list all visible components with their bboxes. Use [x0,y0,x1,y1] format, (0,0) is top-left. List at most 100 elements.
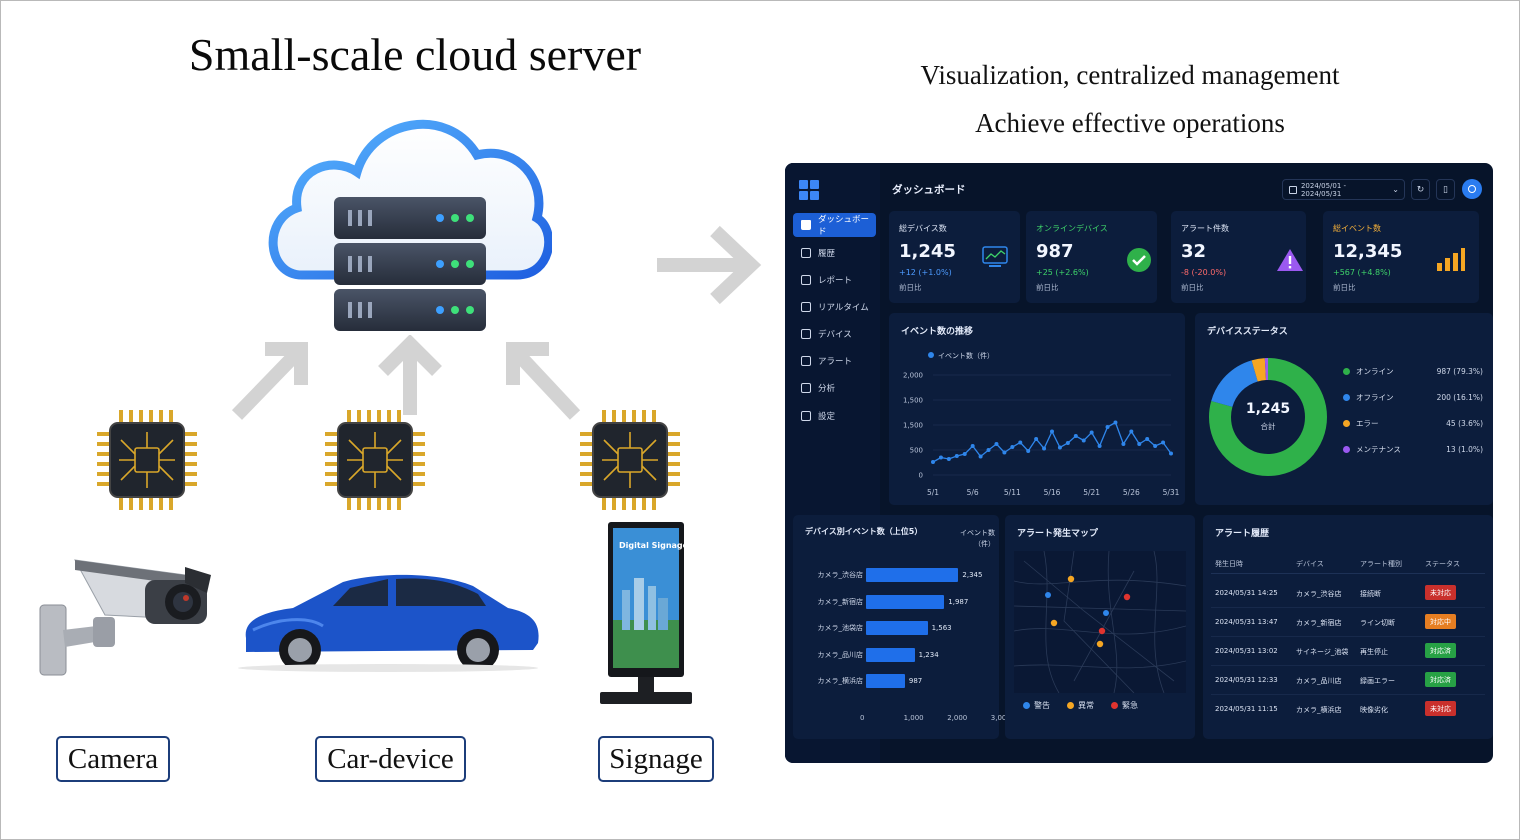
status-badge: 対応済 [1425,672,1456,687]
cloud-server-illustration [268,119,552,331]
data-point[interactable] [1153,444,1158,448]
data-point[interactable] [970,444,975,448]
nav-item-history[interactable]: 履歴 [793,241,876,265]
bar[interactable] [866,647,915,662]
data-point[interactable] [946,457,951,461]
bar[interactable] [866,674,905,688]
status-badge: 未対応 [1425,585,1456,600]
data-point[interactable] [1034,437,1039,441]
data-point[interactable] [1081,438,1086,443]
legend-label: イベント数（件） [938,351,994,360]
arrow-up-left [511,348,581,420]
arrow-up-right [231,348,303,420]
kpi-card-alerts: アラート件数 32 -8 (-20.0%) 前日比 [1171,211,1306,303]
nav-item-devices[interactable]: デバイス [793,322,876,346]
data-point[interactable] [1129,429,1134,434]
user-icon [1468,185,1476,193]
refresh-icon: ↻ [1416,184,1425,195]
data-point[interactable] [1105,425,1110,429]
bar-category-label: カメラ_渋谷店 [817,571,864,579]
data-point[interactable] [1145,437,1150,441]
upload-arrows [231,335,581,420]
alert-row[interactable]: 2024/05/31 13:47 カメラ_新宿店 ライン切断 対応中 [1211,608,1485,637]
user-avatar[interactable] [1462,179,1482,199]
data-point[interactable] [1018,440,1023,445]
bar-category-label: カメラ_新宿店 [817,597,864,606]
x-tick-label: 5/1 [927,488,939,497]
map-marker[interactable] [1050,619,1058,627]
data-point[interactable] [1010,445,1015,449]
data-point[interactable] [1097,444,1102,448]
data-point[interactable] [1169,451,1173,456]
legend-dot [1023,702,1030,709]
bar-category-label: カメラ_池袋店 [817,624,864,632]
export-button[interactable]: ▯ [1436,179,1455,200]
donut-hole [1232,381,1304,453]
nav-item-settings[interactable]: 設定 [793,404,876,428]
bar[interactable] [866,594,945,609]
donut-slice[interactable] [1209,358,1327,476]
status-badge: 対応済 [1425,643,1456,658]
data-point[interactable] [938,455,943,460]
map-marker[interactable] [1098,627,1106,635]
page-title: ダッシュボード [892,184,966,196]
bar-category-label: カメラ_品川店 [817,650,864,659]
alert-row[interactable]: 2024/05/31 12:33 カメラ_品川店 録画エラー 対応済 [1211,666,1485,695]
data-point[interactable] [954,454,959,458]
alert-row[interactable]: 2024/05/31 11:15 カメラ_横浜店 映像劣化 未対応 [1211,695,1485,724]
x-tick-label: 3,000 [990,714,1011,722]
data-point[interactable] [1042,446,1047,451]
map-marker[interactable] [1045,592,1051,598]
check-icon [1127,248,1151,272]
data-point[interactable] [1161,440,1166,445]
date-range-value: 2024/05/01 - 2024/05/31 [1300,181,1347,198]
alert-history-panel: アラート履歴 発生日時 デバイス アラート種別 ステータス 2024/05/31… [1203,515,1493,739]
alert-row[interactable]: 2024/05/31 13:02 サイネージ_池袋 再生停止 対応済 [1211,637,1485,666]
nav-item-analytics[interactable]: 分析 [793,376,876,400]
data-point[interactable] [1089,430,1094,435]
data-point[interactable] [978,454,983,459]
data-point[interactable] [962,452,967,456]
nav-item-report[interactable]: レポート [793,268,876,292]
map-marker[interactable] [1096,640,1104,648]
bar[interactable] [866,568,959,582]
data-point[interactable] [1002,450,1007,455]
bar-value-label: 987 [908,677,923,685]
chevron-down-icon: ⌄ [1392,185,1399,194]
data-point[interactable] [1073,434,1078,438]
nav-item-realtime[interactable]: リアルタイム [793,295,876,319]
map-marker[interactable] [1103,610,1109,616]
signage-screen-text: Digital Signage [619,541,689,550]
dashboard-window: ダッシュボード 履歴 レポート リアルタイム デバイス アラート 分析 設定 ダ… [785,163,1493,763]
alert-row[interactable]: 2024/05/31 14:25 カメラ_渋谷店 接続断 未対応 [1211,579,1485,608]
data-point[interactable] [1065,441,1070,445]
gear-icon [801,411,811,421]
legend-dot [1343,393,1350,401]
data-point[interactable] [1137,442,1142,446]
map-marker[interactable] [1067,575,1075,583]
bar-value-label: 2,345 [962,571,983,579]
data-point[interactable] [1050,429,1054,434]
realtime-icon [801,302,811,312]
refresh-button[interactable]: ↻ [1411,179,1430,200]
map-marker[interactable] [1123,593,1131,601]
alert-map[interactable] [1014,551,1186,693]
data-point[interactable] [986,448,991,452]
data-point[interactable] [994,442,999,446]
data-point[interactable] [1026,449,1031,453]
data-point[interactable] [931,460,935,464]
nav-item-alerts[interactable]: アラート [793,349,876,373]
data-point[interactable] [1121,442,1126,446]
nav-item-dashboard[interactable]: ダッシュボード [793,213,876,237]
data-point[interactable] [1057,445,1062,450]
bar-category-label: カメラ_横浜店 [817,677,864,685]
date-range-picker[interactable]: 2024/05/01 - 2024/05/31 ⌄ [1282,179,1405,200]
digital-signage-image: Digital Signage [600,522,692,704]
bar[interactable] [866,621,928,635]
col-header-status: ステータス [1425,560,1460,568]
data-point[interactable] [1113,420,1118,425]
